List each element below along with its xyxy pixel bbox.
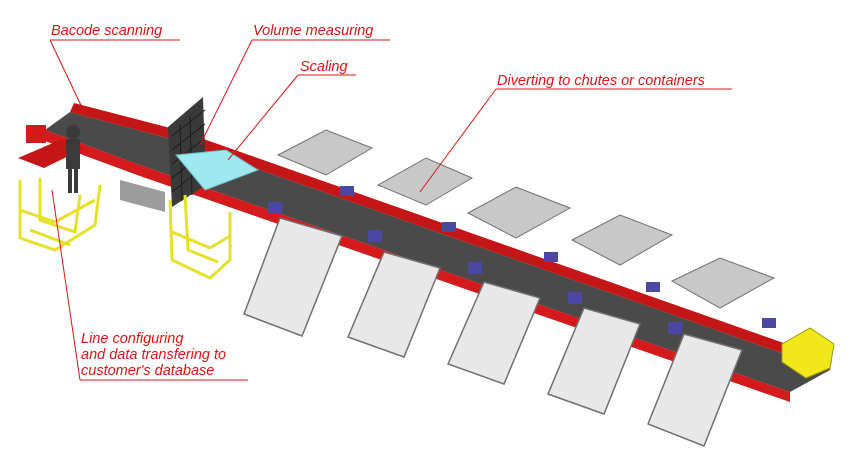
line-configuring-label-line: customer's database (81, 363, 215, 379)
scaling-label: Scaling (300, 59, 348, 75)
scale-plate (175, 149, 260, 191)
line-configuring-label-line: and data transfering to (81, 347, 227, 363)
sorting-chutes (243, 217, 744, 447)
volume-measuring-label: Volume measuring (253, 23, 374, 39)
divert-arms (268, 186, 776, 334)
scale-platform (168, 194, 232, 280)
operator-workstation (18, 125, 85, 193)
barcode-scanning-label: Bacode scanning (51, 23, 163, 39)
sorting-containers (276, 129, 776, 309)
diverting-label: Diverting to chutes or containers (497, 73, 705, 89)
line-configuring-label-line: Line configuring (81, 331, 184, 347)
end-box (781, 327, 835, 379)
callout-leaders (49, 39, 732, 381)
line-configuring-label: Line configuring and data transfering to… (81, 331, 226, 379)
operator-platform (18, 178, 102, 252)
